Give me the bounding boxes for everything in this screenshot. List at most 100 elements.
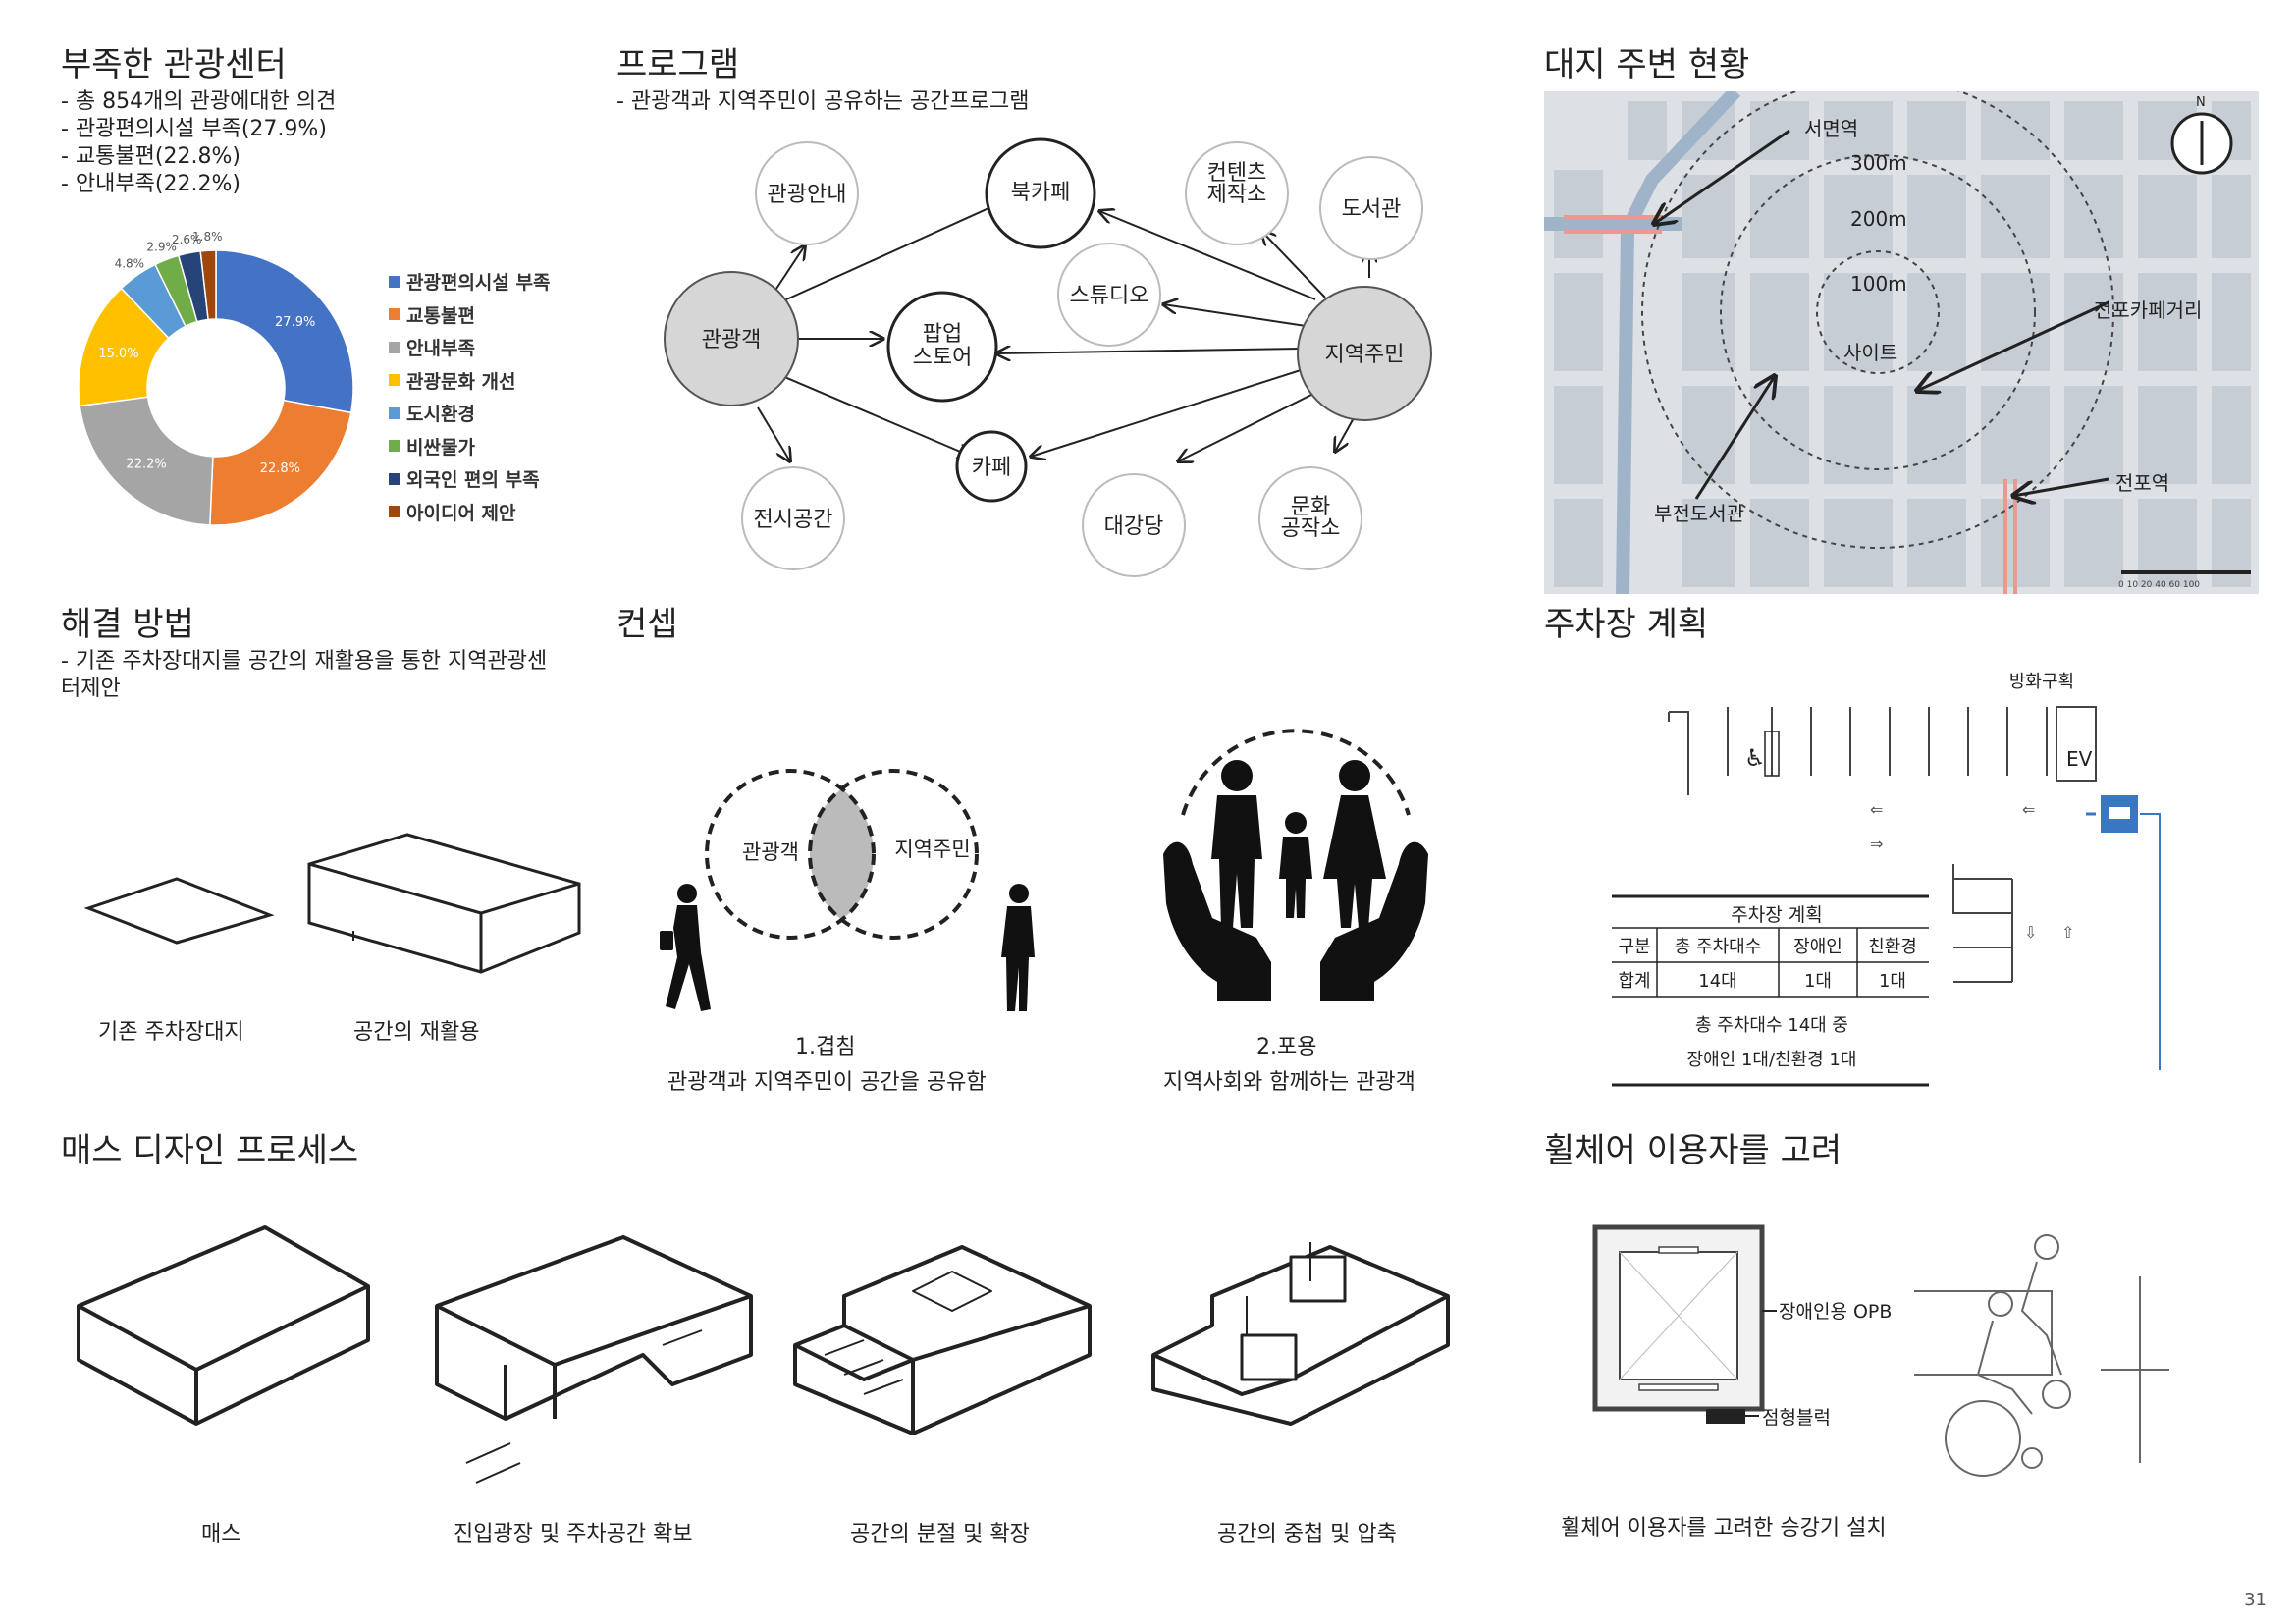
legend-swatch — [389, 308, 400, 321]
caption-existing-lot: 기존 주차장대지 — [98, 1020, 244, 1045]
map-label-library: 부전도서관 — [1654, 502, 1744, 525]
parking-note-2: 장애인 1대/친환경 1대 — [1687, 1050, 1857, 1070]
car-shape — [2109, 807, 2130, 819]
family-icon — [1211, 760, 1386, 928]
venn-label-resident: 지역주민 — [894, 838, 970, 861]
program-subtitle: - 관광객과 지역주민이 공유하는 공간프로그램 — [616, 89, 1030, 114]
entrance-route — [2140, 813, 2161, 1070]
node-popup — [886, 291, 998, 403]
parking-plan: 방화구획 ♿ EV ⇐⇒⇐ ⇩⇧ 주차장 계획 구분 총 주차대수 장애인 친환… — [1612, 672, 2161, 1087]
mass-step-label: 진입광장 및 주차공간 확보 — [454, 1522, 693, 1546]
wheelchair-sketch — [1914, 1234, 2169, 1477]
node-hall — [1082, 473, 1186, 577]
bullet-line: - 관광편의시설 부족(27.9%) — [61, 117, 327, 141]
parking-table: 주차장 계획 구분 총 주차대수 장애인 친환경 합계 14대 1대 1대 총 … — [1612, 894, 1929, 1087]
legend-swatch — [389, 275, 400, 288]
tourism-center-bullets: - 총 854개의 관광에대한 의견 - 관광편의시설 부족(27.9%) - … — [61, 88, 336, 198]
legend-item: 교통불편 — [389, 298, 550, 332]
donut-slice — [199, 249, 217, 321]
overlap-area — [810, 771, 874, 938]
site-title: 대지 주변 현황 — [1544, 45, 1750, 84]
node-studio — [1057, 243, 1161, 347]
svg-text:⇩: ⇩ — [2024, 923, 2037, 942]
svg-text:⇐: ⇐ — [1870, 800, 1883, 819]
donut-slice — [79, 396, 214, 526]
node-content — [1185, 141, 1289, 245]
mass-step-1 — [77, 1225, 370, 1426]
node-cafe — [955, 430, 1028, 503]
solution-bullets: - 기존 주차장대지를 공간의 재활용을 통한 지역관광센 터제안 — [61, 648, 571, 703]
svg-text:⇒: ⇒ — [1870, 835, 1883, 853]
caption-reuse: 공간의 재활용 — [353, 1020, 480, 1045]
node-label: 카페 — [972, 456, 1011, 480]
node-info — [755, 141, 859, 245]
overlap-concept-diagram: 관광객 지역주민 — [660, 769, 1035, 1011]
venn-circle-tourist — [705, 769, 876, 940]
donut-value-label: 27.9% — [275, 315, 315, 330]
concept1-title: 1.겹침 — [795, 1035, 856, 1059]
concept2-desc: 지역사회와 함께하는 관광객 — [1163, 1070, 1415, 1095]
legend-swatch — [389, 406, 400, 419]
bullet-line: 터제안 — [61, 677, 121, 701]
donut-value-label: 15.0% — [98, 347, 138, 361]
bullet-line: - 기존 주차장대지를 공간의 재활용을 통한 지역관광센 — [61, 649, 548, 674]
legend-label: 비싼물가 — [406, 436, 475, 459]
concept-title: 컨셉 — [616, 605, 678, 644]
wheelchair-title: 휠체어 이용자를 고려 — [1544, 1131, 1842, 1170]
tourism-center-title: 부족한 관광센터 — [61, 45, 287, 84]
legend-swatch — [389, 341, 400, 353]
site-map: 서면역 300m 200m 100m 사이트 전포카페거리 전포역 부전도서관 … — [1544, 91, 2259, 594]
legend-item: 안내부족 — [389, 331, 550, 364]
map-label-site: 사이트 — [1843, 341, 1897, 364]
node-label: 지역주민 — [1325, 343, 1405, 367]
donut-value-label: 2.6% — [172, 233, 202, 246]
bullet-line: - 안내부족(22.2%) — [61, 172, 240, 196]
mass-title: 매스 디자인 프로세스 — [61, 1131, 359, 1170]
node-label: 전시공간 — [754, 508, 833, 532]
hatched-stall — [1764, 731, 1780, 777]
bullet-line: - 교통불편(22.8%) — [61, 144, 240, 169]
map-label-100m: 100m — [1850, 272, 1907, 296]
map-blocks — [1554, 101, 2251, 587]
arrow — [774, 372, 972, 457]
mass-process-diagrams — [77, 1225, 1450, 1484]
map-subway-lines — [1564, 215, 2017, 594]
legend-item: 도시환경 — [389, 397, 550, 430]
parking-stalls — [1668, 706, 2097, 983]
node-label: 제작소 — [1207, 183, 1267, 207]
mass-step-label: 매스 — [201, 1522, 241, 1546]
scale-bar: 0 10 20 40 60 100 — [2118, 570, 2251, 590]
legend-label: 관광문화 개선 — [406, 370, 516, 393]
node-label: 컨텐츠 — [1207, 161, 1267, 186]
map-label-seomyeon: 서면역 — [1804, 117, 1858, 140]
node-label: 관광안내 — [768, 183, 847, 207]
arrow — [774, 191, 1026, 305]
node-label: 팝업 — [923, 322, 962, 347]
node-label: 문화 — [1291, 495, 1330, 519]
north-arrow-icon: N — [2170, 95, 2233, 175]
legend-label: 관광편의시설 부족 — [406, 272, 551, 295]
legend-item: 외국인 편의 부족 — [389, 462, 550, 496]
table-cell: 14대 — [1698, 971, 1736, 992]
arrow — [1163, 304, 1326, 330]
node-label: 스토어 — [913, 346, 973, 370]
legend-item: 관광문화 개선 — [389, 364, 550, 398]
program-title: 프로그램 — [616, 45, 740, 84]
elevator-plan — [1592, 1224, 1777, 1412]
wheelchair-caption: 휠체어 이용자를 고려한 승강기 설치 — [1561, 1516, 1887, 1541]
legend-label: 도시환경 — [406, 404, 475, 426]
legend-label: 교통불편 — [406, 304, 475, 327]
parking-table-title: 주차장 계획 — [1731, 904, 1822, 926]
table-header: 구분 — [1618, 937, 1650, 957]
arrow — [996, 349, 1302, 353]
mass-step-label: 공간의 분절 및 확장 — [850, 1522, 1030, 1546]
legend-swatch — [389, 472, 400, 485]
map-label-jeonpo: 전포역 — [2115, 471, 2169, 495]
parking-note-1: 총 주차대수 14대 중 — [1695, 1015, 1848, 1036]
embrace-concept-diagram — [1163, 729, 1428, 1001]
svg-text:⇧: ⇧ — [2061, 923, 2074, 942]
node-exhibit — [741, 466, 845, 570]
mass-step-label: 공간의 중첩 및 압축 — [1217, 1522, 1397, 1546]
donut-value-label: 1.8% — [192, 230, 223, 244]
